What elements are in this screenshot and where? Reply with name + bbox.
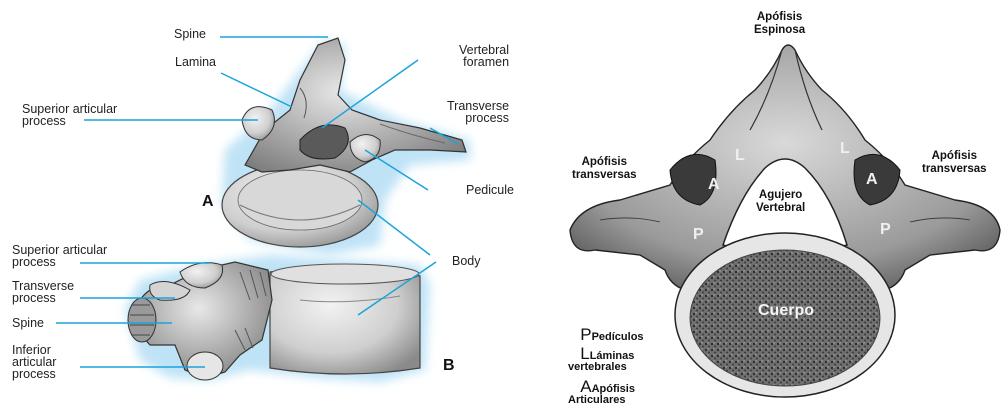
vertebra-a bbox=[222, 38, 470, 255]
anatomy-figure: Spine Lamina Superior articular process … bbox=[0, 0, 1005, 402]
label-lamina: Lamina bbox=[175, 56, 216, 68]
legend-text-apofisis-articulares: Apófisis Articulares bbox=[568, 383, 635, 406]
label-apofisis-transversas-left: Apófisis transversas bbox=[572, 156, 637, 182]
vertebra-b bbox=[125, 255, 430, 382]
label-superior-articular-b: Superior articular process bbox=[12, 244, 107, 268]
letter-l-right: L bbox=[840, 140, 850, 158]
label-transverse-a: Transverse process bbox=[447, 100, 509, 124]
label-apofisis-transversas-right: Apófisis transversas bbox=[922, 150, 987, 176]
letter-a-right: A bbox=[866, 171, 878, 189]
letter-p-right: P bbox=[880, 221, 891, 239]
panel-letter-a: A bbox=[202, 196, 214, 208]
label-body: Body bbox=[452, 255, 481, 267]
label-apofisis-espinosa: Apófisis Espinosa bbox=[754, 11, 805, 37]
letter-l-left: L bbox=[735, 147, 745, 165]
label-superior-articular-a: Superior articular process bbox=[22, 103, 117, 127]
label-transverse-b: Transverse process bbox=[12, 280, 74, 304]
letter-a-left: A bbox=[708, 176, 720, 194]
label-vertebral-foramen: Vertebral foramen bbox=[459, 44, 509, 68]
label-spine-b: Spine bbox=[12, 317, 44, 329]
leader-lamina bbox=[221, 73, 292, 107]
label-agujero-vertebral: Agujero Vertebral bbox=[756, 189, 805, 215]
label-spine-a: Spine bbox=[174, 28, 206, 40]
letter-p-left: P bbox=[693, 226, 704, 244]
label-cuerpo: Cuerpo bbox=[758, 302, 814, 320]
label-inferior-articular: Inferior articular process bbox=[12, 344, 56, 380]
panel-letter-b: B bbox=[443, 360, 455, 372]
label-pedicule: Pedicule bbox=[466, 184, 514, 196]
legend-apofisis-articulares: AApófisis Articulares bbox=[568, 370, 635, 417]
